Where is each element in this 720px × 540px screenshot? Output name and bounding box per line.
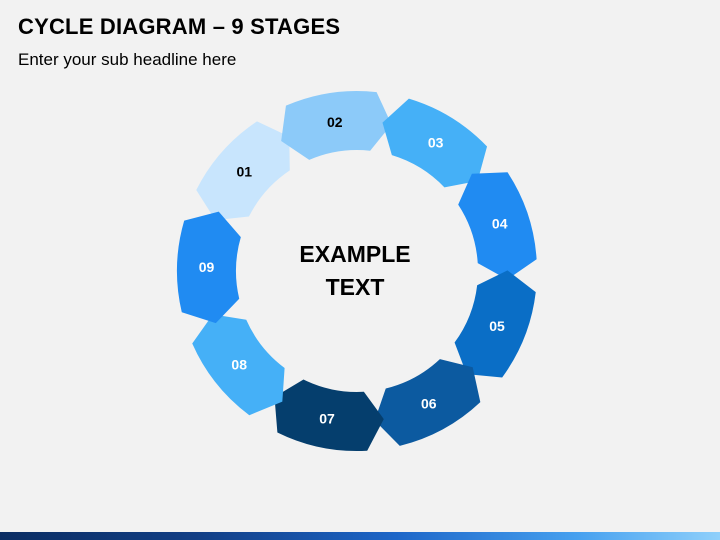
stage-03-label: 03 bbox=[428, 135, 444, 151]
stage-01-label: 01 bbox=[236, 163, 252, 179]
page-title: CYCLE DIAGRAM – 9 STAGES bbox=[18, 14, 341, 39]
stage-09-arrow bbox=[176, 211, 241, 324]
stage-02-arrow bbox=[281, 91, 392, 160]
center-text-line1: EXAMPLE bbox=[299, 241, 411, 267]
stage-01-arrow bbox=[196, 121, 290, 221]
stage-02-label: 02 bbox=[327, 114, 343, 130]
center-text: EXAMPLE TEXT bbox=[255, 238, 455, 304]
stage-05-label: 05 bbox=[489, 318, 505, 334]
page-subtitle: Enter your sub headline here bbox=[18, 50, 237, 69]
stage-06-arrow bbox=[374, 359, 481, 446]
center-text-line2: TEXT bbox=[325, 274, 385, 300]
stage-07-label: 07 bbox=[319, 410, 335, 426]
stage-08-arrow bbox=[192, 314, 285, 416]
stage-06-label: 06 bbox=[421, 395, 437, 411]
bottom-accent-bar bbox=[0, 532, 720, 540]
stage-05-arrow bbox=[454, 270, 536, 378]
stage-07-arrow bbox=[274, 379, 384, 451]
stage-04-label: 04 bbox=[492, 215, 508, 231]
stage-08-label: 08 bbox=[231, 357, 247, 373]
stage-04-arrow bbox=[458, 172, 537, 280]
stage-03-arrow bbox=[382, 98, 488, 188]
stage-09-label: 09 bbox=[199, 259, 215, 275]
